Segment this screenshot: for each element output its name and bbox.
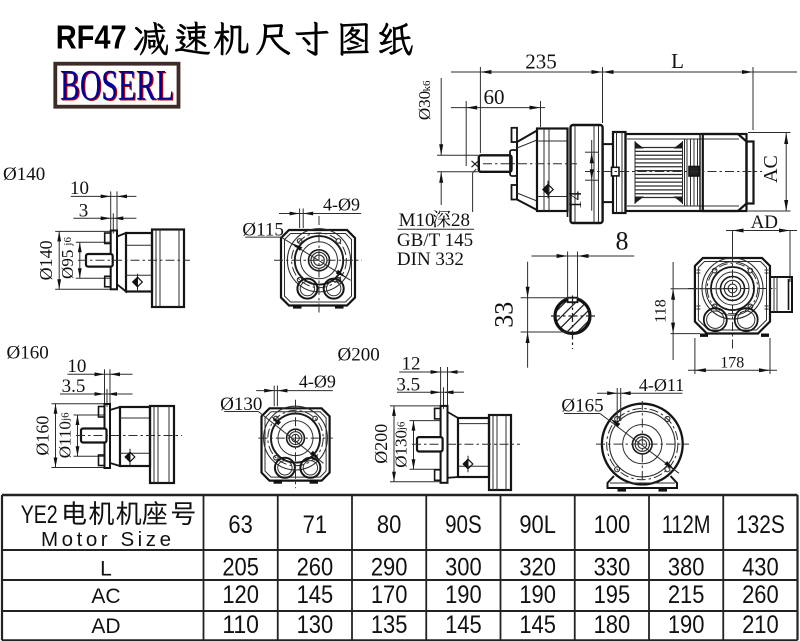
svg-text:Ø130: Ø130 xyxy=(220,394,262,415)
svg-text:AC: AC xyxy=(760,155,782,183)
svg-text:195: 195 xyxy=(594,581,631,609)
svg-text:145: 145 xyxy=(445,611,482,639)
svg-text:Ø200: Ø200 xyxy=(371,424,391,464)
svg-text:M10: M10 xyxy=(399,210,435,231)
svg-text:Ø165: Ø165 xyxy=(561,396,603,417)
svg-text:210: 210 xyxy=(742,611,779,639)
svg-text:Ø130: Ø130 xyxy=(392,430,411,468)
svg-text:320: 320 xyxy=(519,553,556,581)
svg-text:3.5: 3.5 xyxy=(62,376,86,397)
svg-text:90L: 90L xyxy=(519,511,556,539)
svg-text:k6: k6 xyxy=(421,80,433,92)
svg-text:Ø160: Ø160 xyxy=(33,416,53,456)
svg-text:AD: AD xyxy=(751,212,778,233)
svg-text:235: 235 xyxy=(525,50,557,74)
svg-text:190: 190 xyxy=(668,611,705,639)
svg-text:260: 260 xyxy=(742,581,779,609)
svg-text:10: 10 xyxy=(67,356,86,377)
svg-text:300: 300 xyxy=(445,553,482,581)
svg-text:Ø200: Ø200 xyxy=(338,345,380,366)
svg-text:4-Ø11: 4-Ø11 xyxy=(639,375,684,395)
svg-text:170: 170 xyxy=(371,581,408,609)
svg-text:190: 190 xyxy=(445,581,482,609)
svg-text:BOSERL: BOSERL xyxy=(61,64,175,111)
svg-text:290: 290 xyxy=(371,553,408,581)
svg-text:3: 3 xyxy=(79,200,89,221)
svg-text:10: 10 xyxy=(70,178,89,199)
svg-text:j6: j6 xyxy=(396,421,408,431)
svg-text:28: 28 xyxy=(451,210,470,231)
svg-text:BOSERL: BOSERL xyxy=(60,62,174,109)
svg-text:YE2: YE2 xyxy=(21,501,58,529)
svg-text:330: 330 xyxy=(594,553,631,581)
svg-text:Ø110: Ø110 xyxy=(56,421,75,458)
svg-text:Ø160: Ø160 xyxy=(7,343,49,364)
svg-text:430: 430 xyxy=(742,553,779,581)
svg-text:190: 190 xyxy=(519,581,556,609)
svg-text:AD: AD xyxy=(91,615,120,638)
svg-text:63: 63 xyxy=(228,511,252,539)
svg-text:L: L xyxy=(671,49,684,73)
svg-text:3.5: 3.5 xyxy=(396,374,420,395)
svg-text:90S: 90S xyxy=(445,511,482,539)
svg-text:120: 120 xyxy=(222,581,259,609)
svg-text:380: 380 xyxy=(668,553,705,581)
svg-text:132S: 132S xyxy=(736,511,785,539)
svg-text:4-Ø9: 4-Ø9 xyxy=(299,372,336,392)
svg-text:33: 33 xyxy=(490,302,519,328)
svg-text:145: 145 xyxy=(297,581,334,609)
svg-text:Ø140: Ø140 xyxy=(3,164,45,185)
svg-text:260: 260 xyxy=(297,553,334,581)
svg-text:14: 14 xyxy=(565,191,585,209)
svg-text:j6: j6 xyxy=(62,237,74,247)
svg-text:Ø115: Ø115 xyxy=(242,220,284,241)
svg-text:112M: 112M xyxy=(662,511,711,539)
svg-text:71: 71 xyxy=(303,511,327,539)
svg-text:Ø30: Ø30 xyxy=(415,91,434,120)
svg-text:4-Ø9: 4-Ø9 xyxy=(323,195,360,215)
svg-text:135: 135 xyxy=(371,611,408,639)
svg-text:8: 8 xyxy=(616,227,629,256)
svg-text:12: 12 xyxy=(402,354,421,375)
svg-text:118: 118 xyxy=(653,299,670,322)
svg-text:205: 205 xyxy=(222,553,259,581)
svg-text:DIN 332: DIN 332 xyxy=(397,249,464,270)
svg-text:j6: j6 xyxy=(60,412,72,422)
svg-text:60: 60 xyxy=(484,85,505,109)
svg-text:L: L xyxy=(100,557,112,580)
svg-text:100: 100 xyxy=(594,511,631,539)
svg-text:AC: AC xyxy=(91,585,120,608)
svg-text:178: 178 xyxy=(720,355,744,372)
svg-text:130: 130 xyxy=(297,611,334,639)
svg-text:Ø95: Ø95 xyxy=(58,250,77,279)
svg-text:180: 180 xyxy=(594,611,631,639)
svg-text:80: 80 xyxy=(377,511,401,539)
svg-text:GB/T 145: GB/T 145 xyxy=(397,230,473,251)
svg-text:RF47: RF47 xyxy=(56,19,127,56)
svg-text:Ø140: Ø140 xyxy=(36,240,56,280)
svg-text:215: 215 xyxy=(668,581,705,609)
svg-text:110: 110 xyxy=(222,611,259,639)
svg-text:145: 145 xyxy=(519,611,556,639)
